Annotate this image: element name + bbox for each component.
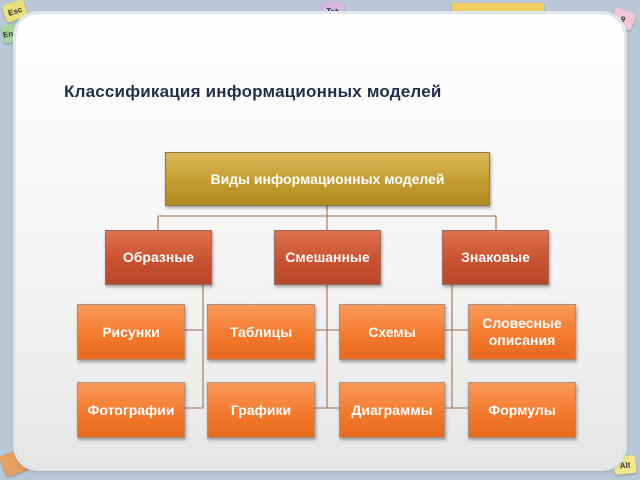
leaf-fotografii: Фотографии [77,382,185,438]
slide-title: Классификация информационных моделей [64,82,442,101]
decor-key-bar [452,3,544,13]
leaf-formuly: Формулы [468,382,576,438]
leaf-tablicy: Таблицы [207,304,315,360]
root-node: Виды информационных моделей [165,152,490,206]
leaf-grafiki: Графики [207,382,315,438]
leaf-risunki: Рисунки [77,304,185,360]
leaf-shemy: Схемы [339,304,445,360]
category-obraznye: Образные [105,230,212,285]
leaf-diagrammy: Диаграммы [339,382,445,438]
category-smeshannye: Смешанные [274,230,381,285]
category-znakovye: Знаковые [442,230,549,285]
leaf-slovesnye-opisaniya: Словесные описания [468,304,576,360]
